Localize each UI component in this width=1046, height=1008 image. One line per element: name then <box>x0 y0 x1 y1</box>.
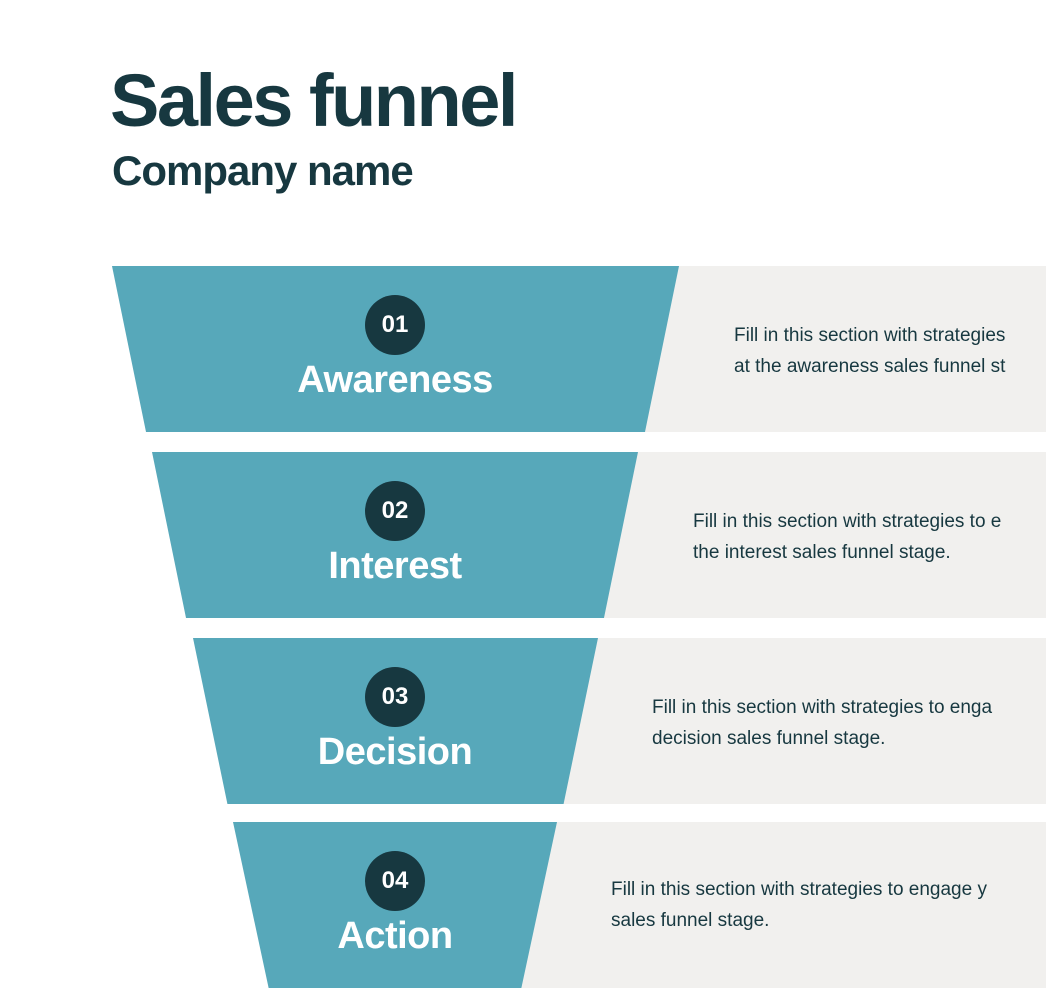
funnel-stage-decision: 03 Decision Fill in this section with st… <box>0 638 1046 804</box>
stage-number-badge: 03 <box>365 667 425 727</box>
stage-description-panel <box>600 452 1046 618</box>
funnel-stage-awareness: 01 Awareness Fill in this section with s… <box>0 266 1046 432</box>
stage-description: Fill in this section with strategies to … <box>693 506 1001 568</box>
stage-description: Fill in this section with strategies to … <box>611 874 987 936</box>
stage-description-line: Fill in this section with strategies to … <box>652 697 993 718</box>
stage-number-badge: 02 <box>365 481 425 541</box>
company-name: Company name <box>112 147 414 194</box>
stage-description-line: at the awareness sales funnel st <box>734 356 1006 377</box>
stage-description: Fill in this section with strategies to … <box>652 692 992 754</box>
stage-description-line: decision sales funnel stage. <box>652 728 886 749</box>
funnel-stage-action: 04 Action Fill in this section with stra… <box>0 822 1046 988</box>
stage-number-badge: 04 <box>365 851 425 911</box>
stage-description-panel <box>640 266 1046 432</box>
page-title: Sales funnel <box>110 59 518 142</box>
stage-label: Decision <box>317 731 473 773</box>
stage-description-panel <box>560 638 1046 804</box>
stage-description: Fill in this section with strategies at … <box>734 320 1005 382</box>
stage-description-line: Fill in this section with strategies <box>734 325 1006 346</box>
stage-description-line: Fill in this section with strategies to … <box>693 511 1002 532</box>
funnel-stage-interest: 02 Interest Fill in this section with st… <box>0 452 1046 618</box>
stage-description-line: the interest sales funnel stage. <box>693 542 951 563</box>
stage-label: Interest <box>328 545 462 587</box>
stage-number-badge: 01 <box>365 295 425 355</box>
stage-description-line: Fill in this section with strategies to … <box>611 879 987 900</box>
stage-label: Action <box>337 915 453 957</box>
stage-description-line: sales funnel stage. <box>611 910 770 931</box>
stage-label: Awareness <box>297 359 493 401</box>
stage-description-panel <box>520 822 1046 988</box>
